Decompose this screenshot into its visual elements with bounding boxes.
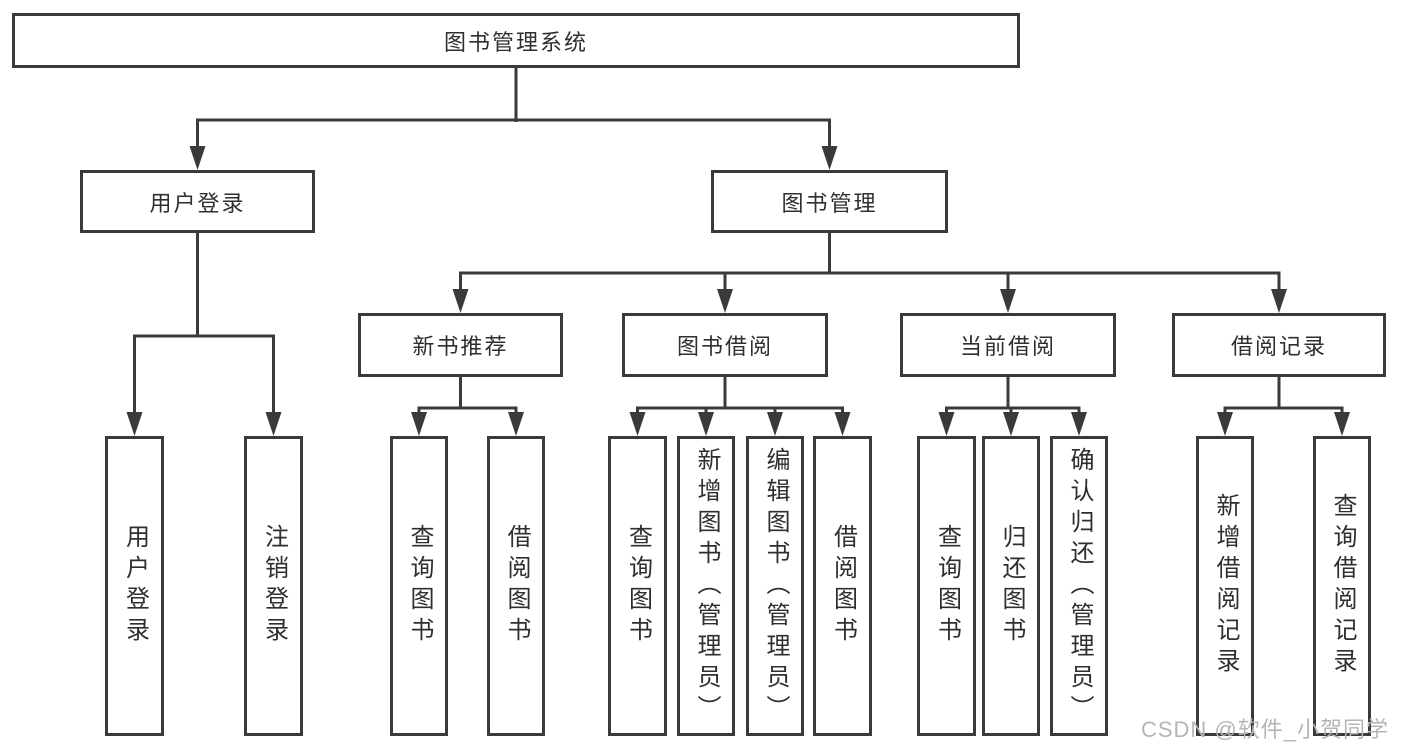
leaf-return-book: 归还图书 xyxy=(982,436,1040,736)
leaf-query-books-recommend-label: 查询图书 xyxy=(406,524,433,648)
node-new-book-recommend-label: 新书推荐 xyxy=(412,334,509,359)
node-new-book-recommend: 新书推荐 xyxy=(358,313,563,377)
node-book-borrow-label: 图书借阅 xyxy=(676,334,773,359)
arrowheads xyxy=(126,146,1350,436)
bus-user-login xyxy=(133,233,275,416)
leaf-query-borrow-record-label: 查询借阅记录 xyxy=(1329,493,1356,679)
node-root: 图书管理系统 xyxy=(12,13,1020,68)
leaf-edit-book-admin: 编辑图书（管理员） xyxy=(746,436,804,736)
leaf-query-books-recommend: 查询图书 xyxy=(390,436,448,736)
leaf-query-books-current: 查询图书 xyxy=(917,436,976,736)
leaf-borrow-books-recommend: 借阅图书 xyxy=(487,436,545,736)
leaf-add-borrow-record-label: 新增借阅记录 xyxy=(1212,493,1239,679)
leaf-add-borrow-record: 新增借阅记录 xyxy=(1196,436,1254,736)
bus-book-management xyxy=(459,233,1281,293)
leaf-add-book-admin: 新增图书（管理员） xyxy=(677,436,735,736)
leaf-edit-book-admin-label: 编辑图书（管理员） xyxy=(762,446,789,726)
leaf-logout-label: 注销登录 xyxy=(260,524,288,648)
leaf-user-login: 用户登录 xyxy=(105,436,164,736)
leaf-confirm-return-admin: 确认归还（管理员） xyxy=(1050,436,1108,736)
leaf-query-books-current-label: 查询图书 xyxy=(933,524,961,648)
node-user-login: 用户登录 xyxy=(80,170,315,233)
bus-recommend xyxy=(417,377,518,418)
bus-root xyxy=(196,68,831,150)
leaf-return-book-label: 归还图书 xyxy=(998,524,1025,648)
node-current-borrow: 当前借阅 xyxy=(900,313,1116,377)
leaf-borrow-books: 借阅图书 xyxy=(813,436,872,736)
leaf-query-books-borrow-label: 查询图书 xyxy=(624,524,652,648)
bus-current xyxy=(945,377,1081,418)
node-book-borrow: 图书借阅 xyxy=(622,313,828,377)
node-current-borrow-label: 当前借阅 xyxy=(959,334,1056,359)
leaf-add-book-admin-label: 新增图书（管理员） xyxy=(693,446,720,726)
node-book-management: 图书管理 xyxy=(711,170,948,233)
leaf-confirm-return-admin-label: 确认归还（管理员） xyxy=(1066,446,1093,726)
node-borrow-records: 借阅记录 xyxy=(1172,313,1386,377)
leaf-query-borrow-record: 查询借阅记录 xyxy=(1313,436,1371,736)
bus-borrow xyxy=(636,377,844,418)
node-borrow-records-label: 借阅记录 xyxy=(1230,334,1327,359)
leaf-query-books-borrow: 查询图书 xyxy=(608,436,667,736)
leaf-user-login-label: 用户登录 xyxy=(121,524,149,648)
node-user-login-label: 用户登录 xyxy=(149,190,246,216)
node-book-management-label: 图书管理 xyxy=(781,190,878,216)
watermark: CSDN @软件_小贺同学 xyxy=(1140,717,1389,742)
leaf-borrow-books-label: 借阅图书 xyxy=(829,524,857,648)
node-root-label: 图书管理系统 xyxy=(443,29,588,55)
leaf-logout: 注销登录 xyxy=(244,436,303,736)
leaf-borrow-books-recommend-label: 借阅图书 xyxy=(503,524,530,648)
bus-records xyxy=(1223,377,1344,418)
